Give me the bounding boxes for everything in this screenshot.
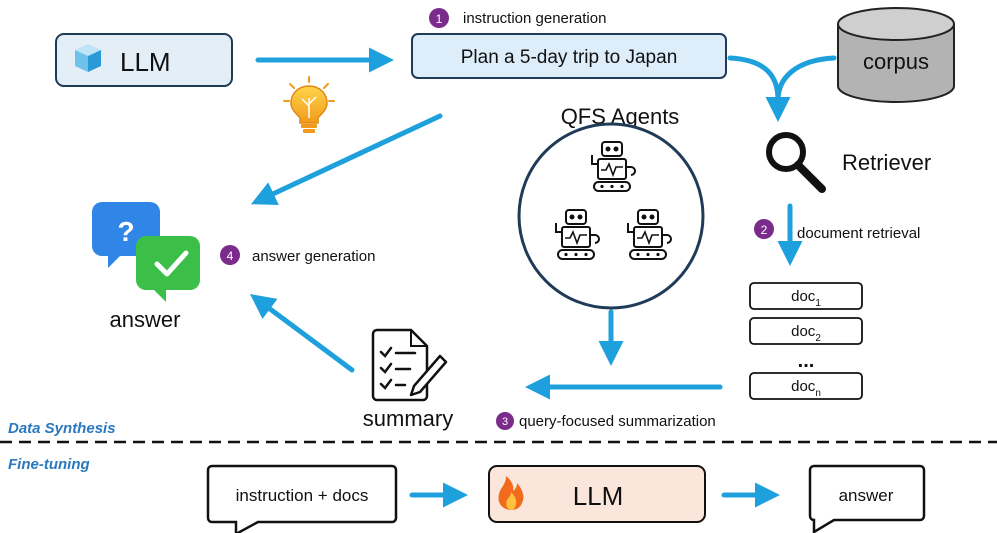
- arrow-summary-to-answer: [249, 294, 355, 373]
- finetune-llm-label: LLM: [573, 481, 624, 511]
- doc-2-subscript: 2: [815, 333, 821, 344]
- step-2-badge: [754, 219, 774, 239]
- answer-label: answer: [110, 307, 181, 332]
- summary-document-icon: [371, 328, 448, 402]
- finetune-input-label: instruction + docs: [236, 486, 369, 505]
- finetune-output-bubble: answer: [808, 464, 926, 533]
- doc-2-label: doc: [791, 323, 816, 340]
- step-4: 4 answer generation: [220, 245, 375, 265]
- instruction-text: Plan a 5-day trip to Japan: [461, 47, 678, 68]
- arrow-instruction-to-retriever: [727, 55, 791, 122]
- llm-source-box: LLM: [55, 33, 233, 87]
- lightbulb-icon: [283, 76, 335, 133]
- doc-1-label: doc: [791, 288, 816, 305]
- qfs-agents-circle: [517, 122, 705, 310]
- step-1-number: 1: [436, 12, 443, 26]
- step-3-number: 3: [502, 416, 508, 428]
- retriever-label: Retriever: [842, 150, 931, 175]
- magnifier-icon: [766, 132, 826, 193]
- corpus-database-icon: corpus: [837, 7, 955, 103]
- doc-n: docn: [749, 372, 863, 400]
- section-label-fine-tuning: Fine-tuning: [8, 456, 90, 473]
- flow-arrows: [249, 47, 837, 400]
- svg-text:?: ?: [117, 216, 134, 247]
- svg-text:docn: docn: [791, 378, 821, 399]
- finetune-input-bubble: instruction + docs: [206, 464, 398, 533]
- summary-label: summary: [363, 406, 453, 431]
- svg-text:doc2: doc2: [791, 323, 821, 344]
- step-4-label: answer generation: [252, 248, 375, 265]
- step-1: 1 instruction generation: [429, 8, 606, 28]
- step-3-label: query-focused summarization: [519, 413, 716, 430]
- doc-ellipsis: ...: [798, 350, 815, 372]
- robot-icon: [555, 209, 600, 260]
- step-2-label: document retrieval: [797, 225, 920, 242]
- doc-1-subscript: 1: [815, 298, 821, 309]
- document-list: doc1 doc2 ... docn: [749, 282, 863, 400]
- answer-chat-icon: ?: [92, 202, 200, 302]
- doc-n-label: doc: [791, 378, 816, 395]
- retriever-group: Retriever: [766, 132, 931, 193]
- step-2: 2 document retrieval: [754, 219, 920, 242]
- llm-cube-icon: [75, 44, 101, 72]
- robot-icon: [591, 141, 636, 192]
- instruction-box: Plan a 5-day trip to Japan: [411, 33, 727, 79]
- corpus-label: corpus: [863, 49, 929, 74]
- fire-icon: [498, 476, 524, 510]
- arrow-corpus-to-retriever: [775, 55, 837, 103]
- section-label-data-synthesis: Data Synthesis: [8, 420, 116, 437]
- step-3-badge: [496, 412, 514, 430]
- step-2-number: 2: [761, 223, 768, 237]
- step-3: 3 query-focused summarization: [496, 412, 716, 430]
- llm-source-label: LLM: [120, 47, 171, 77]
- finetune-output-label: answer: [839, 486, 894, 505]
- step-1-label: instruction generation: [463, 10, 606, 27]
- svg-text:doc1: doc1: [791, 288, 821, 309]
- step-4-number: 4: [227, 249, 234, 263]
- step-4-badge: [220, 245, 240, 265]
- step-1-badge: [429, 8, 449, 28]
- doc-1: doc1: [749, 282, 863, 310]
- robot-icon: [627, 209, 672, 260]
- doc-2: doc2: [749, 317, 863, 345]
- doc-n-subscript: n: [815, 388, 821, 399]
- finetune-llm-box: LLM: [488, 465, 706, 523]
- arrow-instruction-to-answer: [250, 113, 443, 205]
